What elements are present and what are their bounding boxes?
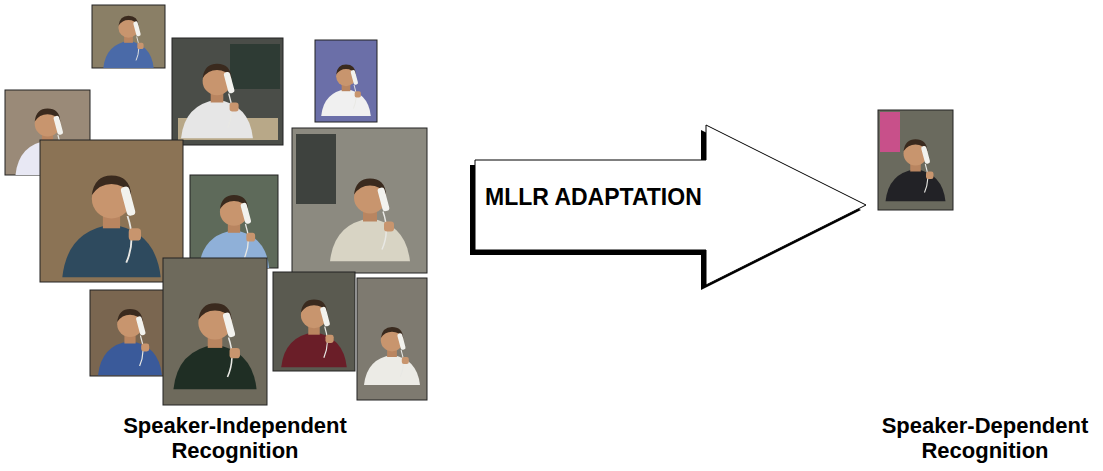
photo: [163, 258, 267, 405]
photo: [172, 38, 283, 145]
photo: [190, 175, 278, 268]
photo: [90, 290, 170, 376]
arrow-outline: [475, 125, 866, 285]
photo: [315, 40, 377, 122]
photo: [292, 128, 427, 273]
caption: Speaker-Independent Recognition: [85, 413, 385, 463]
photo: [273, 272, 355, 371]
photo-group: Speaker-Independent Recognition: [0, 0, 440, 471]
photo-group: Speaker-Dependent Recognition: [866, 100, 1102, 471]
caption: Speaker-Dependent Recognition: [873, 413, 1097, 463]
photo: [357, 278, 427, 400]
photo: [92, 5, 165, 68]
block-arrow: [470, 125, 866, 290]
photo: [878, 110, 953, 210]
photo: [40, 140, 183, 282]
arrow-label: MLLR ADAPTATION: [483, 183, 704, 211]
